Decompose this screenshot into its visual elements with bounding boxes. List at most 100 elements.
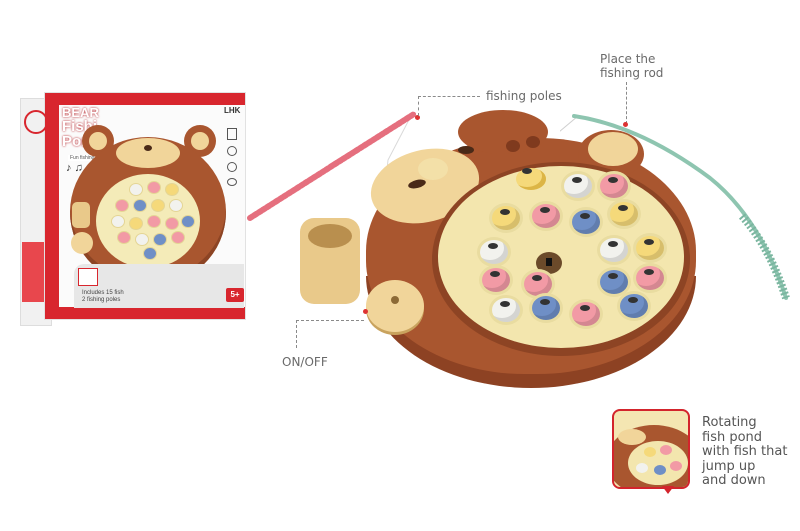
box-toy-button: [71, 232, 93, 254]
annot-on-off-leader-h: [296, 320, 364, 321]
fish-pond-center-slot: [546, 258, 552, 266]
box-subtitle: Fun fishing: [68, 155, 97, 161]
callout-line: Rotating: [702, 415, 757, 430]
fish-mouth: [488, 243, 498, 249]
box-side-logo: [24, 110, 48, 134]
annot-fishing-poles: fishing poles: [486, 89, 562, 103]
green-rod-shaft: [572, 114, 788, 300]
annot-place-rod-line2: fishing rod: [600, 66, 664, 80]
box-includes-line2: 2 fishing poles: [82, 297, 121, 303]
box-includes-line1: Includes 15 fish: [82, 290, 124, 296]
box-red-top-stripe: [45, 93, 245, 105]
fish-mouth: [628, 297, 638, 303]
toy-knob-left: [506, 140, 520, 152]
fish: [572, 302, 600, 326]
fish-mouth: [580, 213, 590, 219]
callout-fish-4: [654, 465, 666, 475]
fish: [600, 174, 628, 198]
box-fish: [166, 218, 178, 229]
fish-mouth: [500, 209, 510, 215]
annot-fishing-poles-dot: [415, 115, 420, 120]
annot-on-off-leader-v: [296, 320, 297, 348]
callout-frame: [612, 409, 690, 489]
main-toy: [300, 110, 720, 400]
box-maker-logo: LHK: [224, 106, 241, 115]
pink-rod-shaft: [328, 112, 416, 168]
box-info-sticker: [78, 268, 98, 286]
annot-fishing-poles-leader-v: [418, 96, 419, 116]
box-info-panel: [74, 264, 244, 308]
fish: [532, 204, 560, 228]
callout-pointer: [662, 486, 674, 494]
box-fish: [182, 216, 194, 227]
callout-line: and down: [702, 473, 766, 488]
fish-mouth: [618, 205, 628, 211]
green-fishing-rod: [560, 114, 790, 300]
box-fish: [130, 184, 142, 195]
fish-mouth: [540, 207, 550, 213]
toy-ear-right-inner: [588, 132, 638, 166]
annot-place-rod-dot: [623, 122, 628, 127]
fish-mouth: [580, 305, 590, 311]
fish: [564, 174, 592, 198]
box-fish: [130, 218, 142, 229]
fish: [492, 298, 520, 322]
box-fish: [112, 216, 124, 227]
box-toy-face: [116, 138, 180, 168]
callout-line: jump up: [702, 458, 756, 474]
fish: [532, 296, 560, 320]
battery-icon: [227, 128, 237, 140]
annot-on-off-dot: [363, 309, 368, 314]
rotate-icon: [227, 146, 237, 156]
fish: [492, 206, 520, 230]
box-feature-icons: [227, 128, 239, 186]
callout-fish-2: [660, 445, 672, 455]
box-fish-layer: [20, 92, 245, 324]
fish: [572, 210, 600, 234]
fish: [480, 240, 508, 264]
box-fish: [154, 234, 166, 245]
on-off-button[interactable]: [366, 280, 424, 332]
box-red-bottom-stripe: [45, 307, 245, 319]
box-red-side-stripe: [45, 93, 59, 319]
fish-mouth: [608, 177, 618, 183]
annot-fishing-poles-leader-h: [418, 96, 480, 97]
fish-mouth: [644, 239, 654, 245]
fish: [610, 202, 638, 226]
fish-mouth: [608, 273, 618, 279]
box-fish: [172, 232, 184, 243]
annot-place-rod-line1: Place the: [600, 52, 656, 66]
fish-layer: [300, 110, 720, 400]
box-fish: [152, 200, 164, 211]
toy-eye-right: [458, 146, 474, 154]
fish-mouth: [644, 269, 654, 275]
box-fish: [148, 216, 160, 227]
fish: [636, 236, 664, 260]
fish-mouth: [490, 271, 500, 277]
callout-toy-face: [618, 429, 646, 445]
callout-fish-5: [670, 461, 682, 471]
box-toy-ear-left-inner: [89, 132, 107, 150]
box-fish: [116, 200, 128, 211]
fish: [482, 268, 510, 292]
fish: [600, 238, 628, 262]
box-fish: [166, 184, 178, 195]
fish-mouth: [500, 301, 510, 307]
toy-knob-right: [526, 136, 540, 148]
box-fish: [134, 200, 146, 211]
box-fish: [136, 234, 148, 245]
callout-fish-3: [636, 463, 648, 473]
fish: [636, 266, 664, 290]
box-brand-line1: BEAR: [62, 105, 99, 120]
hooked-fish-mouth: [522, 168, 532, 174]
callout-fish-1: [644, 447, 656, 457]
retail-box: BEAR Fishi Pon Fun fishing LHK ♪ ♫ Inclu…: [20, 92, 246, 326]
fish-mouth: [572, 177, 582, 183]
fish-mouth: [608, 241, 618, 247]
box-fish: [144, 248, 156, 259]
sound-icon: [227, 162, 237, 172]
box-music-note-icon: ♪ ♫: [66, 162, 83, 174]
box-includes-text: Includes 15 fish 2 fishing poles: [82, 290, 124, 304]
green-rod-handle: [738, 213, 790, 300]
